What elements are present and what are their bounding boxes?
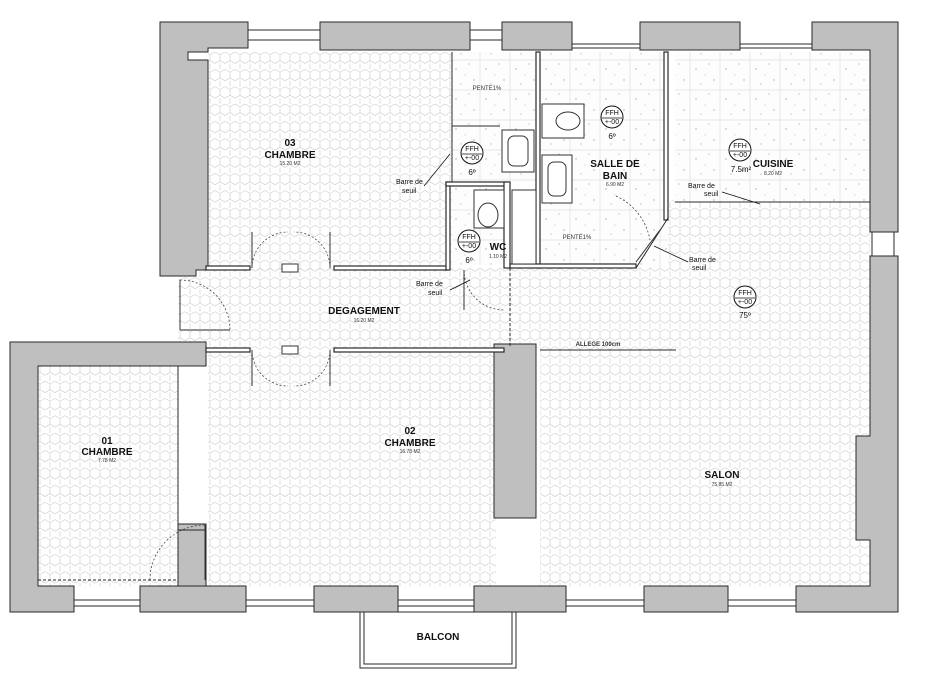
pente-note-1: PENTE1% (473, 86, 502, 92)
degagement-name: DEGAGEMENT (328, 306, 400, 317)
chambre-01-area: 7.78 M2 (98, 458, 116, 464)
level-marker-chambre03: FFH +-00 6º (460, 141, 484, 177)
level-marker-salon: FFH +-00 75º (733, 285, 757, 320)
label-cuisine: CUISINE 8.20 M2 7.5m² (731, 159, 794, 177)
chambre-03-name: CHAMBRE (264, 150, 315, 161)
chambre-01-name: CHAMBRE (81, 447, 132, 458)
sdb-area: 6.90 M2 (606, 182, 624, 188)
degagement-area: 16.20 M2 (354, 318, 375, 324)
floor-chambre-02 (208, 352, 496, 586)
label-wc: WC 1.10 M2 (489, 242, 507, 260)
cuisine-area: 8.20 M2 (764, 171, 782, 177)
pente-note-2: PENTE1% (563, 235, 592, 241)
wall-north-3 (639, 21, 741, 51)
svg-text:+-00: +-00 (733, 152, 747, 159)
wall-south-3 (313, 585, 399, 613)
wall-south-4 (473, 585, 567, 613)
partitions (38, 51, 870, 669)
wall-west-jamb (177, 523, 207, 531)
svg-text:6º: 6º (468, 168, 475, 177)
floor-degagement (178, 268, 513, 350)
label-chambre-01: 01 CHAMBRE 7.78 M2 (81, 436, 132, 464)
label-degagement: DEGAGEMENT 16.20 M2 (328, 306, 400, 324)
chambre-03-number: 03 (284, 138, 296, 149)
svg-text:+-00: +-00 (738, 299, 752, 306)
svg-text:+-00: +-00 (605, 119, 619, 126)
barre-note-1-line1: Barre de (396, 179, 423, 186)
chambre-02-area: 16.78 M2 (400, 449, 421, 455)
chambre-02-name: CHAMBRE (384, 438, 435, 449)
svg-text:6º: 6º (608, 132, 615, 141)
barre-note-4-line1: Barre de (689, 257, 716, 264)
svg-text:75º: 75º (739, 311, 751, 320)
salon-area: 75.85 M2 (712, 482, 733, 488)
svg-text:+-00: +-00 (465, 155, 479, 162)
balcon-name: BALCON (417, 632, 460, 643)
chambre-02-number: 02 (404, 426, 416, 437)
svg-text:6º: 6º (465, 256, 472, 265)
level-marker-wc: FFH +-00 6º (457, 229, 481, 265)
chambre-01-number: 01 (101, 436, 113, 447)
wall-north-1 (319, 21, 471, 51)
allege-note: ALLEGE 100cm (576, 342, 621, 348)
svg-text:FFH: FFH (733, 143, 747, 150)
barre-note-3-line2: seuil (704, 191, 719, 198)
cuisine-extra: 7.5m² (731, 165, 752, 174)
label-salon: SALON 75.85 M2 (705, 470, 740, 488)
floor-cuisine (675, 52, 870, 202)
chambre-03-area: 15.20 M2 (280, 161, 301, 167)
annotations: PENTE1% PENTE1% Barre de seuil Barre de … (396, 86, 761, 348)
label-chambre-03: 03 CHAMBRE 15.20 M2 (264, 138, 315, 167)
barre-note-2-line1: Barre de (416, 281, 443, 288)
sdb-name-2: BAIN (603, 171, 627, 182)
floor-salon-link (510, 268, 540, 348)
doors (149, 195, 661, 581)
level-marker-cuisine: FFH +-00 (728, 138, 752, 162)
svg-text:FFH: FFH (738, 290, 752, 297)
wall-northwest (159, 21, 249, 277)
wc-name: WC (490, 242, 507, 253)
wc-area: 1.10 M2 (489, 254, 507, 260)
level-marker-sdb: FFH +-00 6º (600, 105, 624, 141)
floor-chambre-01 (38, 366, 178, 586)
wall-south-5 (643, 585, 729, 613)
wall-west (9, 341, 207, 613)
barre-note-3-line1: Barre de (688, 183, 715, 190)
sdb-name-1: SALLE DE (590, 159, 640, 170)
wall-east (795, 255, 899, 613)
wall-northeast (811, 21, 899, 233)
label-chambre-02: 02 CHAMBRE 16.78 M2 (384, 426, 435, 455)
barre-note-4-line2: seuil (692, 265, 707, 272)
cuisine-name: CUISINE (753, 159, 794, 170)
wall-south-2 (139, 585, 247, 613)
svg-text:FFH: FFH (465, 146, 479, 153)
wall-pillar (493, 343, 537, 519)
barre-note-1-line2: seuil (402, 188, 417, 195)
exterior-walls (9, 21, 899, 613)
svg-text:FFH: FFH (462, 234, 476, 241)
barre-note-2-line2: seuil (428, 290, 443, 297)
floors (38, 52, 870, 586)
wall-north-2 (501, 21, 573, 51)
fixtures (473, 103, 585, 265)
svg-text:FFH: FFH (605, 110, 619, 117)
svg-text:+-00: +-00 (462, 243, 476, 250)
label-sdb: SALLE DE BAIN 6.90 M2 (590, 159, 640, 188)
salon-name: SALON (705, 470, 740, 481)
windows (74, 29, 895, 607)
